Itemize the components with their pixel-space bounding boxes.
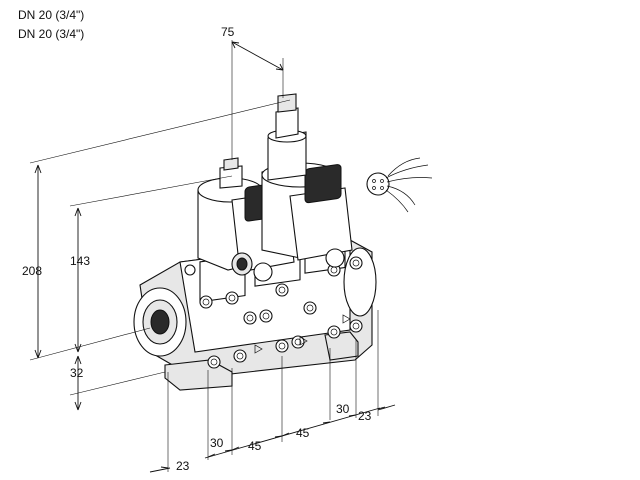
model-label-1: DN 20 (3/4") — [18, 8, 85, 22]
dimension-lines — [29, 40, 396, 473]
dim-label-45-left: 45 — [248, 439, 262, 453]
dim-label-208: 208 — [22, 264, 42, 278]
dim-label-23-left: 23 — [176, 459, 190, 473]
dim-label-30-right: 30 — [336, 402, 350, 416]
dim-label-23-right: 23 — [358, 409, 372, 423]
dim-label-143: 143 — [70, 254, 90, 268]
model-label-2: DN 20 (3/4") — [18, 27, 85, 41]
plug-connector — [366, 157, 433, 213]
dim-label-45-right: 45 — [296, 426, 310, 440]
dim-label-30-left: 30 — [210, 436, 224, 450]
dim-label-75: 75 — [221, 25, 235, 39]
valve-actuators — [197, 93, 353, 282]
dim-label-32: 32 — [70, 366, 84, 380]
